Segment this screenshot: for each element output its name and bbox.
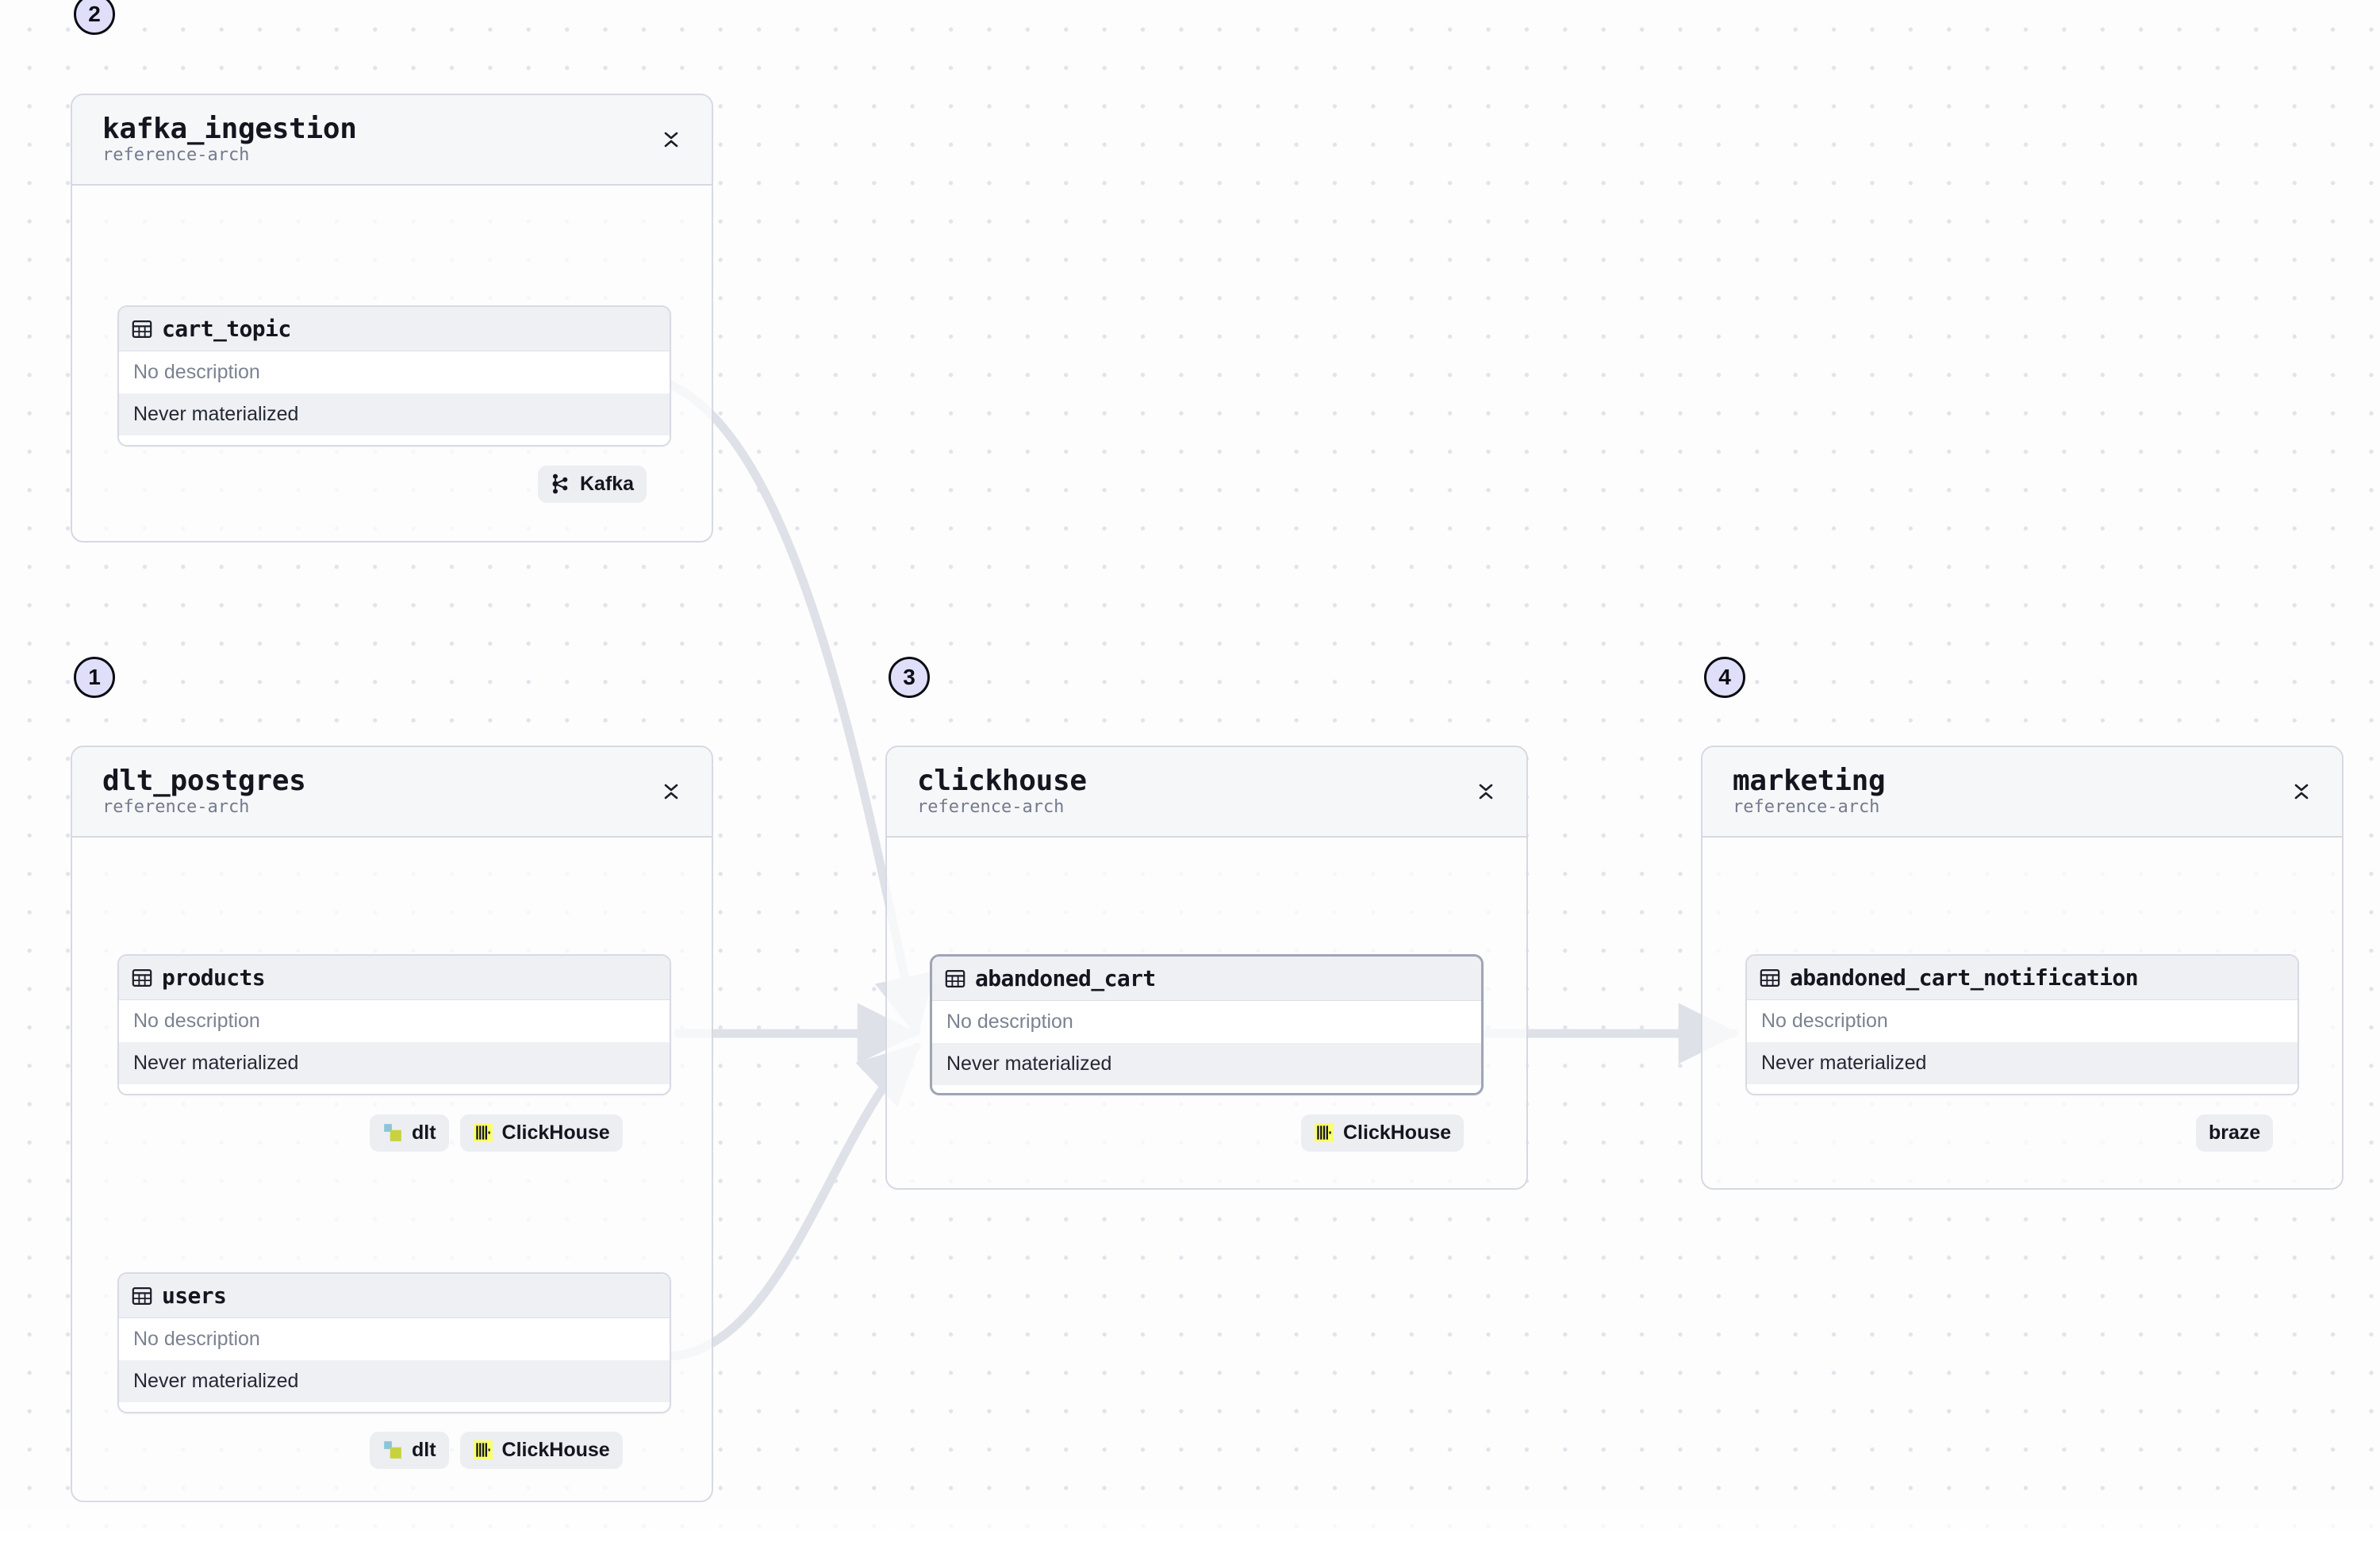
asset-status-cart-topic: Never materialized <box>119 393 670 435</box>
table-icon <box>132 319 152 339</box>
asset-description-products: No description <box>119 1000 670 1042</box>
badge-row-cart-topic: Kafka <box>538 466 647 503</box>
chevron-collapse-icon[interactable] <box>1472 774 1499 809</box>
group-subtitle-marketing: reference-arch <box>1733 797 1880 818</box>
asset-node-abandoned-cart[interactable]: abandoned_cart No description Never mate… <box>930 954 1484 1095</box>
asset-node-abandoned-cart-notification[interactable]: abandoned_cart_notification No descripti… <box>1745 954 2299 1095</box>
chevron-collapse-icon[interactable] <box>658 122 685 157</box>
integration-badge-clickhouse[interactable]: ClickHouse <box>459 1432 623 1469</box>
group-header-marketing[interactable]: marketing reference-arch <box>1702 747 2342 838</box>
badge-row-abandoned-cart: ClickHouse <box>1301 1114 1464 1152</box>
table-icon <box>945 968 965 989</box>
asset-description-cart-topic: No description <box>119 351 670 393</box>
group-subtitle-kafka-ingestion: reference-arch <box>102 145 250 166</box>
asset-title-products: products <box>162 964 266 991</box>
integration-badge-label: dlt <box>412 1122 436 1144</box>
badge-row-abandoned-cart-notification: braze <box>2196 1114 2274 1152</box>
asset-description-users: No description <box>119 1318 670 1360</box>
asset-header-products[interactable]: products <box>119 956 670 1000</box>
group-header-kafka-ingestion[interactable]: kafka_ingestion reference-arch <box>72 95 712 186</box>
integration-badge-clickhouse[interactable]: ClickHouse <box>1301 1114 1464 1152</box>
dlt-icon <box>382 1122 403 1143</box>
dlt-icon <box>382 1440 403 1460</box>
kafka-icon <box>551 473 571 495</box>
integration-badge-label: ClickHouse <box>1343 1122 1452 1144</box>
integration-badge-dlt[interactable]: dlt <box>370 1432 449 1469</box>
asset-node-cart-topic[interactable]: cart_topic No description Never material… <box>117 305 671 447</box>
clickhouse-icon <box>1314 1122 1334 1143</box>
integration-badge-clickhouse[interactable]: ClickHouse <box>459 1114 623 1152</box>
asset-status-abandoned-cart: Never materialized <box>932 1043 1481 1085</box>
integration-badge-label: dlt <box>412 1439 436 1461</box>
asset-header-users[interactable]: users <box>119 1274 670 1318</box>
group-header-clickhouse[interactable]: clickhouse reference-arch <box>887 747 1526 838</box>
group-title-clickhouse: clickhouse <box>917 764 1087 797</box>
asset-status-users: Never materialized <box>119 1360 670 1402</box>
step-badge-2: 2 <box>74 0 115 35</box>
asset-title-users: users <box>162 1283 227 1309</box>
integration-badge-kafka[interactable]: Kafka <box>538 466 647 503</box>
table-icon <box>1760 968 1780 988</box>
asset-header-cart-topic[interactable]: cart_topic <box>119 307 670 351</box>
integration-badge-label: ClickHouse <box>501 1122 610 1144</box>
integration-badge-braze[interactable]: braze <box>2196 1114 2274 1152</box>
integration-badge-dlt[interactable]: dlt <box>370 1114 449 1152</box>
group-subtitle-clickhouse: reference-arch <box>917 797 1065 818</box>
integration-badge-label: braze <box>2209 1122 2261 1144</box>
asset-header-abandoned-cart[interactable]: abandoned_cart <box>932 957 1481 1001</box>
integration-badge-label: Kafka <box>580 473 635 495</box>
clickhouse-icon <box>473 1440 493 1460</box>
edge-users-to-abandoned-cart <box>666 1042 921 1361</box>
asset-status-abandoned-cart-notification: Never materialized <box>1747 1042 2297 1084</box>
asset-description-abandoned-cart-notification: No description <box>1747 1000 2297 1042</box>
chevron-collapse-icon[interactable] <box>658 774 685 809</box>
asset-title-abandoned-cart: abandoned_cart <box>975 965 1156 991</box>
asset-description-abandoned-cart: No description <box>932 1001 1481 1043</box>
group-title-marketing: marketing <box>1733 764 1886 797</box>
clickhouse-icon <box>473 1122 493 1143</box>
asset-node-products[interactable]: products No description Never materializ… <box>117 954 671 1095</box>
group-title-dlt-postgres: dlt_postgres <box>102 764 306 797</box>
group-subtitle-dlt-postgres: reference-arch <box>102 797 250 818</box>
step-badge-4: 4 <box>1704 657 1745 698</box>
group-title-kafka-ingestion: kafka_ingestion <box>102 112 357 145</box>
asset-title-abandoned-cart-notification: abandoned_cart_notification <box>1790 964 2139 991</box>
table-icon <box>132 1286 152 1306</box>
badge-row-users: dlt ClickHouse <box>370 1432 623 1469</box>
table-icon <box>132 968 152 988</box>
asset-status-products: Never materialized <box>119 1042 670 1084</box>
group-header-dlt-postgres[interactable]: dlt_postgres reference-arch <box>72 747 712 838</box>
asset-header-abandoned-cart-notification[interactable]: abandoned_cart_notification <box>1747 956 2297 1000</box>
badge-row-products: dlt ClickHouse <box>370 1114 623 1152</box>
step-badge-1: 1 <box>74 657 115 698</box>
chevron-collapse-icon[interactable] <box>2288 774 2315 809</box>
asset-title-cart-topic: cart_topic <box>162 316 291 342</box>
asset-node-users[interactable]: users No description Never materialized <box>117 1272 671 1413</box>
step-badge-3: 3 <box>889 657 930 698</box>
integration-badge-label: ClickHouse <box>501 1439 610 1461</box>
